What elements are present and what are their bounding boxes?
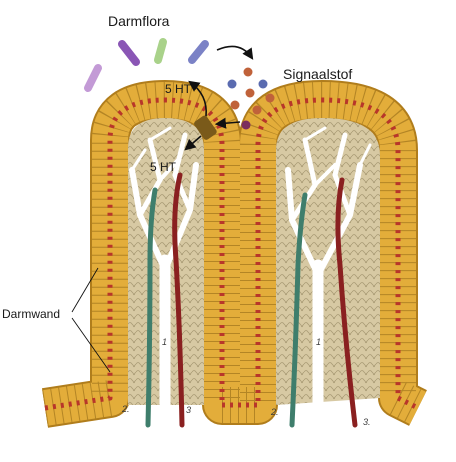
svg-text:3.: 3. [363,417,371,427]
vessel-markers-right: 2. 1 3. [270,337,371,427]
straight-arrow-icon [184,135,202,151]
svg-text:1: 1 [316,337,321,347]
serotonin-label-top: 5 HT [165,82,192,96]
lymph-vessels [129,126,372,416]
signal-substance-label: Signaalstof [283,66,352,82]
gut-flora-label: Darmflora [108,13,170,29]
vein-left [145,187,158,428]
blood-vessels [145,172,358,428]
vessel-markers-left: 2. 1 3 [121,337,191,415]
svg-text:3: 3 [186,405,191,415]
signal-molecules [227,67,275,130]
signal-molecule-icon [241,120,251,130]
straight-arrow-icon [214,117,241,129]
gut-wall-pointer [71,267,111,373]
svg-text:2.: 2. [121,404,130,414]
curved-arrow-icon [188,80,207,117]
signal-molecule-icon [243,67,253,77]
gut-wall-label: Darmwand [2,307,60,321]
gut-flora [84,38,209,92]
signal-molecule-icon [252,105,262,115]
bacterium-icon [84,64,102,92]
curved-arrow-icon [216,45,254,60]
bacterium-icon [118,40,140,66]
bacterium-icon [188,40,209,64]
svg-text:1: 1 [162,337,167,347]
signal-molecule-icon [227,79,237,89]
artery-left [172,172,185,428]
signal-molecule-icon [258,79,268,89]
enterochromaffin-cell [194,115,217,140]
vein-right [289,192,308,428]
artery-right [335,177,358,428]
gut-wall [41,80,427,428]
signal-molecule-icon [245,88,255,98]
signal-molecule-icon [230,100,240,110]
bacterium-icon [154,38,167,64]
svg-text:2.: 2. [270,407,279,417]
serotonin-label-inner: 5 HT [150,160,177,174]
signal-molecule-icon [265,93,275,103]
